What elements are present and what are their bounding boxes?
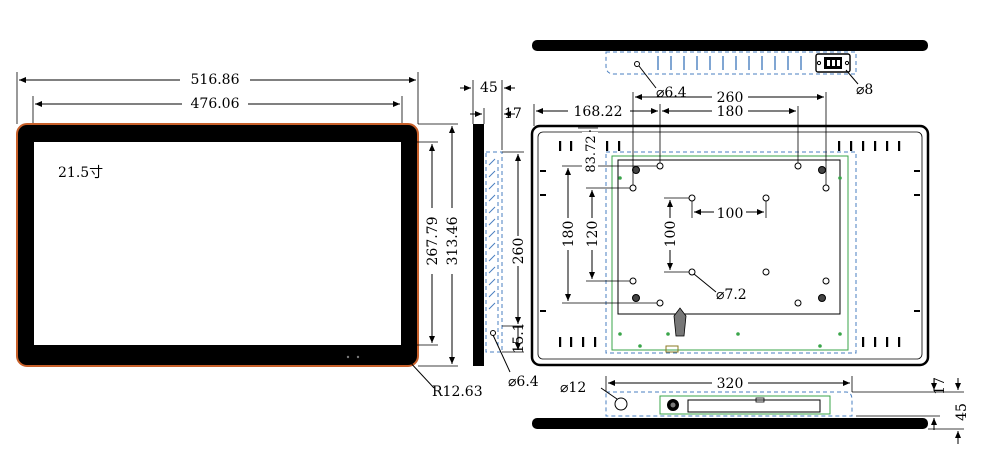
side-hole (490, 330, 496, 336)
label-rear-vesa-v-inner: 100 (663, 221, 679, 248)
bottom-hole (614, 397, 628, 411)
vesa-plate (617, 159, 841, 315)
top-vent-slots (657, 56, 802, 70)
dim-overall-height: 313.46 (418, 123, 461, 367)
dim-corner-radius: R12.63 (407, 359, 483, 400)
label-overall-height: 313.46 (445, 216, 461, 265)
dim-side-hole: ⌀6.4 (492, 334, 539, 390)
label-bottom-depth-total: 45 (954, 403, 970, 421)
label-overall-width: 516.86 (191, 72, 240, 88)
label-rear-vesa-mid: 120 (585, 221, 601, 248)
screen-area (34, 142, 401, 345)
label-side-panel-depth: 17 (504, 106, 522, 122)
dim-bottom-width: 320 (605, 374, 853, 392)
rear-vent-slots-side (540, 170, 920, 312)
label-screen-height: 267.79 (425, 217, 441, 266)
rear-view: 168.22 260 180 83.72 (530, 88, 930, 367)
rear-vent-slots-bottom (559, 337, 901, 347)
label-bottom-width: 320 (717, 376, 744, 392)
top-hole (634, 61, 640, 67)
top-bezel (532, 40, 928, 51)
dim-overall-width: 516.86 (16, 70, 419, 124)
label-rear-vesa-outer: 180 (561, 221, 577, 248)
dim-side-panel-depth: 17 (470, 106, 522, 124)
label-side-depth: 45 (480, 80, 498, 96)
power-connector-icon (815, 53, 851, 73)
label-inner-width: 476.06 (191, 96, 240, 112)
label-screen-size: 21.5寸 (58, 165, 103, 181)
dim-rear-offset-top: 83.72 (578, 127, 657, 176)
label-rear-hole: ⌀7.2 (716, 287, 747, 303)
dim-rear-vesa-h-inner: 100 (691, 201, 767, 222)
dim-bottom-hole: ⌀12 (560, 380, 618, 400)
dim-screen-height: 267.79 (402, 141, 441, 346)
dim-inner-width: 476.06 (32, 94, 403, 140)
side-bezel (473, 124, 484, 366)
dim-rear-hole: ⌀7.2 (693, 273, 747, 303)
dim-bottom-depth-small: 17 (852, 377, 948, 430)
label-bottom-hole: ⌀12 (560, 380, 586, 396)
label-rear-vesa-h-inner: 100 (717, 206, 744, 222)
dim-bottom-depth-total: 45 (928, 378, 970, 444)
bottom-view: 320 ⌀12 17 45 (532, 374, 970, 444)
label-rear-span-mid: 180 (717, 104, 744, 120)
label-side-height: 260 (511, 238, 527, 265)
dim-rear-vesa-v-inner: 100 (662, 197, 689, 273)
dim-rear-vesa-mid: 120 (584, 187, 630, 282)
top-view: ⌀6.4 ⌀8 (532, 40, 928, 101)
side-view: 45 17 260 (460, 80, 539, 390)
dim-side-depth: 45 (460, 80, 515, 150)
label-top-hole: ⌀6.4 (656, 85, 687, 101)
label-bottom-depth-small: 17 (932, 377, 948, 395)
bottom-connector-icon (667, 399, 679, 411)
dim-connector: ⌀8 (845, 69, 873, 98)
main-board (611, 155, 849, 351)
dim-rear-vesa-outer: 180 (560, 165, 657, 304)
label-rear-offset-top: 83.72 (584, 135, 599, 172)
dim-rear-offset-left: 168.22 (533, 102, 661, 163)
dim-side-height: 260 (502, 151, 527, 327)
dim-side-bottom-offset: 15.1 (502, 322, 527, 354)
dim-top-hole: ⌀6.4 (638, 65, 687, 101)
label-rear-offset-left: 168.22 (574, 104, 623, 120)
front-view: 516.86 476.06 21.5寸 R12.63 267.79 (16, 70, 483, 400)
bottom-bezel (532, 418, 928, 429)
label-connector: ⌀8 (856, 82, 873, 98)
dim-rear-span-mid: 180 (662, 102, 799, 163)
label-side-bottom-offset: 15.1 (511, 322, 527, 353)
side-vent-slots (488, 158, 496, 310)
label-side-hole: ⌀6.4 (508, 374, 539, 390)
label-corner-radius: R12.63 (432, 384, 483, 400)
